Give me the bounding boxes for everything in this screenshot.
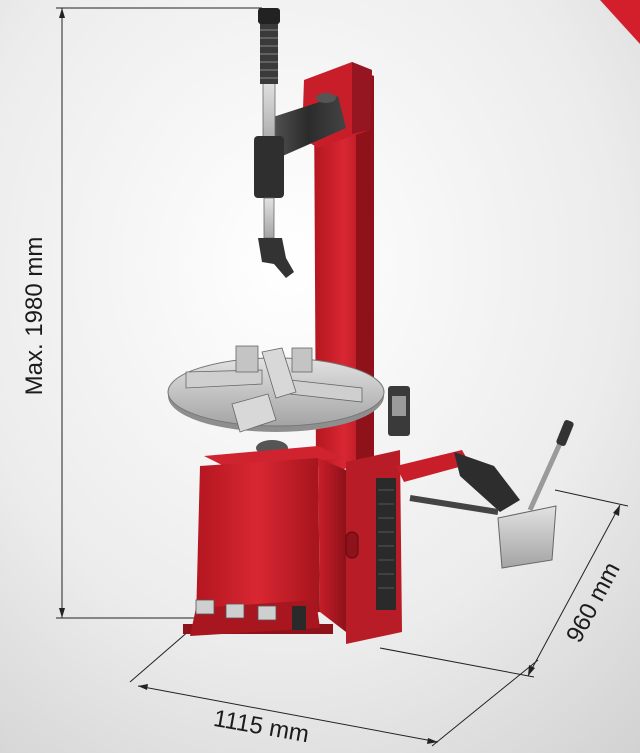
bead-breaker-arm — [396, 450, 470, 482]
horizontal-arm — [270, 96, 346, 158]
side-grille — [376, 478, 396, 610]
shaft-knob — [258, 8, 280, 24]
shaft-spring — [260, 22, 278, 84]
corner-accent — [600, 0, 640, 44]
handle-slot — [345, 531, 359, 559]
depth-dimension-line — [379, 489, 629, 678]
mount-demount-head — [258, 238, 294, 278]
bead-breaker-blade — [497, 505, 557, 569]
height-dimension-line — [56, 7, 262, 619]
foot-pedals — [190, 599, 320, 636]
cabinet-front — [196, 458, 320, 620]
shaft-housing — [254, 136, 284, 198]
width-dimension-line — [129, 629, 539, 747]
turntable-jaws — [185, 345, 363, 433]
cabinet-side — [318, 458, 346, 632]
tire-changer-machine — [167, 8, 574, 644]
height-label: Max. 1980 mm — [21, 237, 48, 396]
